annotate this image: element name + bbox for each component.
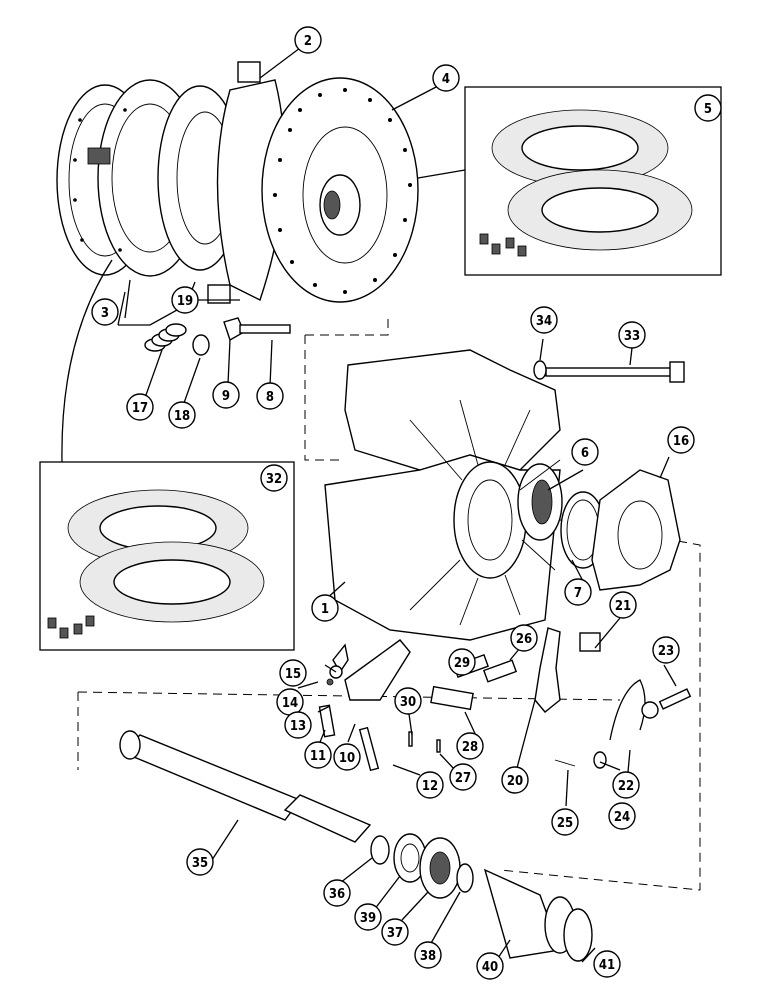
callout-c32: 32 [260, 464, 288, 492]
callout-c16: 16 [667, 426, 695, 454]
svg-text:3: 3 [101, 306, 109, 321]
friction-lining-detail-box-5 [417, 86, 722, 276]
clutch-housing [304, 318, 701, 891]
callout-c34: 34 [530, 306, 558, 334]
callout-c37: 37 [381, 918, 409, 946]
svg-text:19: 19 [177, 294, 193, 309]
callout-c12: 12 [416, 771, 444, 799]
svg-text:36: 36 [329, 887, 345, 902]
callout-c6: 6 [571, 438, 599, 466]
callout-c15: 15 [279, 659, 307, 687]
callout-c21: 21 [609, 591, 637, 619]
svg-text:23: 23 [658, 644, 674, 659]
svg-text:1: 1 [321, 602, 329, 617]
svg-text:11: 11 [310, 749, 326, 764]
svg-text:22: 22 [618, 779, 634, 794]
spring-washer-bolt-group [117, 291, 291, 356]
svg-text:12: 12 [422, 779, 438, 794]
svg-text:34: 34 [536, 314, 552, 329]
svg-text:33: 33 [624, 329, 640, 344]
svg-text:25: 25 [557, 816, 573, 831]
svg-text:39: 39 [360, 911, 376, 926]
svg-text:8: 8 [266, 390, 274, 405]
callout-c4: 4 [432, 64, 460, 92]
input-shaft-assembly [119, 730, 593, 962]
callout-c1: 1 [311, 594, 339, 622]
snap-ring-and-cover-plate [560, 469, 681, 591]
callout-c19: 19 [171, 286, 199, 314]
callout-c35: 35 [186, 848, 214, 876]
callout-c40: 40 [476, 952, 504, 980]
clutch-pressure-plate-assembly [56, 61, 419, 304]
callout-c8: 8 [256, 382, 284, 410]
callout-c14: 14 [276, 688, 304, 716]
callout-c20: 20 [501, 766, 529, 794]
svg-text:9: 9 [222, 389, 230, 404]
callout-c18: 18 [168, 401, 196, 429]
svg-text:6: 6 [581, 446, 589, 461]
svg-text:24: 24 [614, 810, 630, 825]
svg-text:32: 32 [266, 472, 282, 487]
callout-c26: 26 [510, 624, 538, 652]
svg-text:2: 2 [304, 34, 312, 49]
callout-c5: 5 [694, 94, 722, 122]
svg-text:14: 14 [282, 696, 298, 711]
svg-text:41: 41 [599, 958, 615, 973]
callout-c38: 38 [414, 941, 442, 969]
callout-c13: 13 [284, 711, 312, 739]
svg-text:13: 13 [290, 719, 306, 734]
callout-leaders [124, 47, 677, 965]
svg-text:5: 5 [704, 102, 712, 117]
callout-c3: 3 [91, 298, 119, 326]
svg-text:30: 30 [400, 695, 416, 710]
svg-text:28: 28 [462, 740, 478, 755]
svg-text:18: 18 [174, 409, 190, 424]
svg-text:15: 15 [285, 667, 301, 682]
callout-c33: 33 [618, 321, 646, 349]
friction-lining-detail-box-32 [39, 259, 295, 651]
callout-c22: 22 [612, 771, 640, 799]
callout-c7: 7 [564, 578, 592, 606]
svg-text:20: 20 [507, 774, 523, 789]
svg-text:26: 26 [516, 632, 532, 647]
callout-c39: 39 [354, 903, 382, 931]
svg-text:38: 38 [420, 949, 436, 964]
callout-c25: 25 [551, 808, 579, 836]
callout-c11: 11 [304, 741, 332, 769]
callout-c29: 29 [448, 648, 476, 676]
svg-text:29: 29 [454, 656, 470, 671]
callout-c2: 2 [294, 26, 322, 54]
callout-c30: 30 [394, 687, 422, 715]
svg-text:40: 40 [482, 960, 498, 975]
svg-text:10: 10 [339, 751, 355, 766]
svg-text:35: 35 [192, 856, 208, 871]
callout-c41: 41 [593, 950, 621, 978]
svg-text:16: 16 [673, 434, 689, 449]
release-linkage-parts [77, 627, 692, 772]
svg-text:17: 17 [132, 401, 148, 416]
svg-text:27: 27 [455, 771, 471, 786]
callout-c28: 28 [456, 732, 484, 760]
svg-text:37: 37 [387, 926, 403, 941]
svg-text:21: 21 [615, 599, 631, 614]
svg-text:4: 4 [442, 72, 450, 87]
disc-rivets [73, 88, 412, 294]
callout-c23: 23 [652, 636, 680, 664]
svg-text:7: 7 [574, 586, 582, 601]
callout-c9: 9 [212, 381, 240, 409]
callout-c24: 24 [608, 802, 636, 830]
callout-c10: 10 [333, 743, 361, 771]
callout-c27: 27 [449, 763, 477, 791]
callout-c17: 17 [126, 393, 154, 421]
callout-c36: 36 [323, 879, 351, 907]
